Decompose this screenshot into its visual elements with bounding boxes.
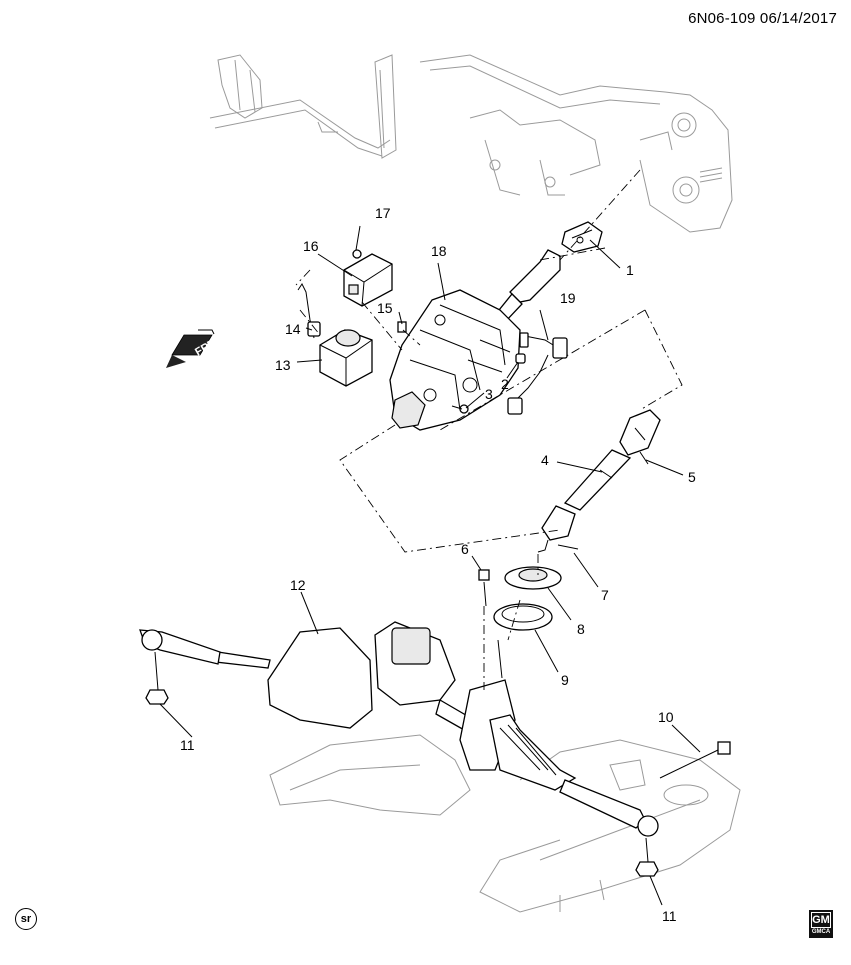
callout-11-right: 11 xyxy=(662,908,677,924)
diagram-header: 6N06-109 06/14/2017 xyxy=(688,10,837,27)
source-mark-badge: sr xyxy=(15,908,37,930)
callout-15: 15 xyxy=(377,300,393,316)
callout-3: 3 xyxy=(485,386,493,402)
callout-2: 2 xyxy=(501,376,509,392)
part-1-column-clamp xyxy=(561,221,603,253)
callout-16: 16 xyxy=(303,238,319,254)
callout-1: 1 xyxy=(626,262,634,278)
part-5-pinch-bolt xyxy=(639,451,649,465)
part-12-steering-gear xyxy=(139,621,659,863)
part-18-steering-column xyxy=(389,249,561,431)
diagram-code: 6N06-109 xyxy=(688,10,756,27)
callout-4: 4 xyxy=(541,452,549,468)
callout-11-left: 11 xyxy=(180,737,195,753)
part-17-bolt xyxy=(352,249,362,259)
gm-logo-text: GM xyxy=(811,912,831,928)
callout-7: 7 xyxy=(601,587,609,603)
callout-17: 17 xyxy=(375,205,391,221)
callout-13: 13 xyxy=(275,357,291,373)
part-10-bolt xyxy=(659,741,731,779)
callout-12: 12 xyxy=(290,577,306,593)
part-7-pinch-bolt xyxy=(557,544,579,550)
part-9-boot-seal xyxy=(493,603,553,631)
diagram-date: 06/14/2017 xyxy=(759,10,837,27)
part-11-nut-right xyxy=(635,861,659,877)
part-16-control-module xyxy=(343,253,393,307)
callout-labels: 1 2 3 4 5 6 7 8 9 10 11 11 12 13 14 15 1… xyxy=(180,205,696,924)
cross-car-beam-ghost xyxy=(419,54,733,233)
part-6-bolt xyxy=(478,569,490,607)
front-crossmember-ghost xyxy=(269,734,741,913)
callout-9: 9 xyxy=(561,672,569,688)
callout-19: 19 xyxy=(560,290,576,306)
part-2-clip xyxy=(515,353,526,364)
callout-10: 10 xyxy=(658,709,674,725)
callout-18: 18 xyxy=(431,243,447,259)
part-8-seal xyxy=(504,566,562,590)
callout-8: 8 xyxy=(577,621,585,637)
part-13-sensor-assembly xyxy=(319,329,373,387)
part-19-wire-harness xyxy=(507,332,568,415)
part-11-nut-left xyxy=(145,689,169,705)
gm-logo-subtext: GMCA xyxy=(811,929,831,935)
leader-lines xyxy=(159,225,701,906)
body-frame-left-ghost xyxy=(209,54,397,159)
front-direction-arrow: FRT xyxy=(166,329,218,368)
callout-6: 6 xyxy=(461,541,469,557)
part-3-bolt xyxy=(451,404,469,414)
callout-14: 14 xyxy=(285,321,301,337)
callout-5: 5 xyxy=(688,469,696,485)
gm-logo: GM GMCA xyxy=(809,910,833,938)
assembly-dashed-lines xyxy=(295,169,683,690)
